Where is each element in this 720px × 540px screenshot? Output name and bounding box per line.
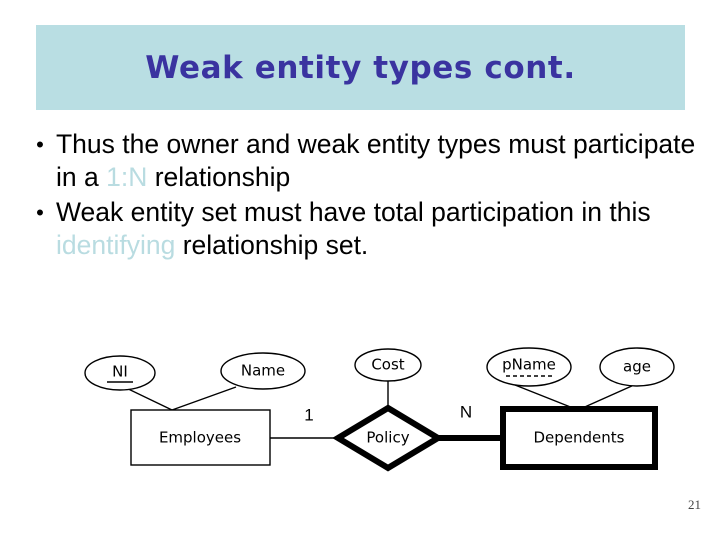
bullet-segment: Weak entity set must have total particip… [56,196,651,227]
bullet-item: • Weak entity set must have total partic… [24,196,704,263]
er-attribute-cost-label: Cost [371,356,404,374]
er-diagram: Employees Policy Dependents NI Name Cost… [0,325,720,500]
bullet-segment: Thus the owner and weak entity types mus… [56,129,696,193]
er-relationship-policy[interactable] [332,404,444,472]
er-attribute-name-label: Name [241,362,285,380]
er-entity-employees-label: Employees [159,429,241,447]
page-title: Weak entity types cont. [145,49,576,86]
connector-name-employees [171,386,237,411]
er-entity-dependents[interactable] [500,406,658,470]
er-entity-employees[interactable] [130,409,271,466]
bullet-segment-highlight: 1:N [106,162,148,193]
slide-body: • Thus the owner and weak entity types m… [24,128,704,263]
connector-ni-employees [121,385,173,411]
bullet-segment-highlight: identifying [56,230,176,261]
er-attribute-cost[interactable] [354,348,422,382]
er-relationship-policy-label: Policy [366,429,409,447]
bullet-segment: relationship set. [175,230,369,261]
er-attribute-age[interactable] [599,347,675,387]
bullet-item: • Thus the owner and weak entity types m… [24,128,704,195]
bullet-text: Weak entity set must have total particip… [56,196,704,263]
bullet-segment: relationship [147,162,291,193]
connector-pname-dependents [514,384,579,411]
bullet-marker: • [36,132,44,157]
er-attribute-ni[interactable] [84,355,156,391]
slide-title-banner: Weak entity types cont. [36,25,685,110]
connector-age-dependents [577,384,635,411]
er-entity-dependents-label: Dependents [534,429,625,447]
er-cardinality-one: 1 [304,405,313,424]
er-attribute-age-label: age [623,358,651,376]
bullet-marker: • [36,199,44,225]
page-number: 21 [688,497,701,512]
er-attribute-pname-label: pName [502,356,556,374]
er-cardinality-many: N [460,402,472,421]
bullet-text: Thus the owner and weak entity types mus… [56,128,704,195]
er-attribute-name[interactable] [220,352,306,390]
er-attribute-ni-label: NI [112,363,128,381]
